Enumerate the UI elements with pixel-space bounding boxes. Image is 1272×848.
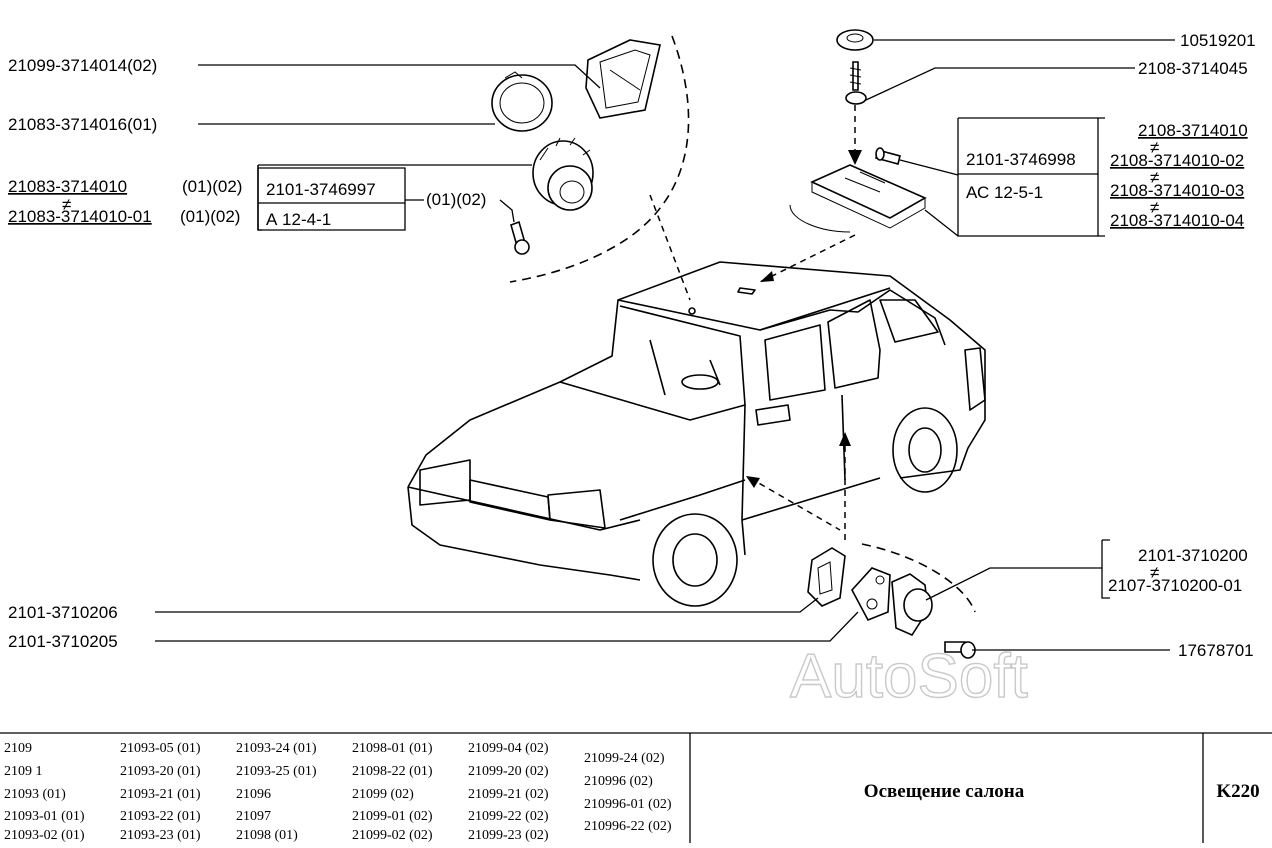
- label-rear-bulb-code: 2101-3746997: [266, 180, 376, 199]
- rear-bulb-part: [510, 220, 530, 255]
- models-table: 2109 2109 1 21093 (01) 21093-01 (01) 210…: [4, 741, 672, 843]
- model-cell: 21097: [236, 809, 271, 824]
- model-cell: 21093-24 (01): [236, 741, 317, 756]
- label-rear-lamp-a-suffix: (01)(02): [182, 177, 242, 196]
- neq-mark-switch: ≠: [1150, 563, 1159, 582]
- model-cell: 21093-02 (01): [4, 828, 85, 843]
- rear-lamp-body-part: [532, 137, 594, 211]
- label-rear-lamp-a: 21083-3714010: [8, 177, 127, 196]
- diffuser-part: [491, 71, 553, 132]
- sheet-title: Освещение салона: [864, 781, 1025, 802]
- model-cell: 21098 (01): [236, 828, 298, 843]
- model-cell: 21093-25 (01): [236, 764, 317, 779]
- model-cell: 21098-01 (01): [352, 741, 433, 756]
- front-lamp-zoom-arc: [789, 204, 851, 233]
- label-rear-bulb-suffix: (01)(02): [426, 190, 486, 209]
- car-body: [407, 261, 986, 607]
- door-switch-part: [891, 573, 933, 637]
- label-rear-lamp-b-suffix: (01)(02): [180, 207, 240, 226]
- label-front-lamp-a: 2108-3714010: [1138, 121, 1248, 140]
- model-cell: 21093-20 (01): [120, 764, 201, 779]
- label-front-lamp-b: 2108-3714010-02: [1110, 151, 1244, 170]
- neq-mark-front-3: ≠: [1150, 198, 1159, 217]
- label-reflector: 21099-3714014(02): [8, 56, 157, 75]
- front-bulb-part: [875, 147, 901, 165]
- watermark: AutoSoft: [790, 642, 1028, 711]
- screw-arrow-head: [848, 150, 862, 165]
- model-cell: 210996-22 (02): [584, 819, 672, 834]
- label-screw-top: 2108-3714045: [1138, 59, 1248, 78]
- model-cell: 21099-23 (02): [468, 828, 549, 843]
- label-diffuser: 21083-3714016(01): [8, 115, 157, 134]
- front-lamp-body-part: [810, 164, 927, 229]
- pillar-switch-arrow-head: [746, 476, 760, 488]
- model-cell: 21099-20 (02): [468, 764, 549, 779]
- model-cell: 21093 (01): [4, 787, 66, 802]
- rear-lamp-arrow: [649, 194, 691, 301]
- model-cell: 21093-23 (01): [120, 828, 201, 843]
- model-cell: 21093-05 (01): [120, 741, 201, 756]
- footer-frame: [0, 732, 1272, 843]
- label-switch-b: 2107-3710200-01: [1108, 576, 1242, 595]
- sheet-code: K220: [1216, 781, 1259, 802]
- model-cell: 21099-01 (02): [352, 809, 433, 824]
- front-lamp-arrow-head: [760, 271, 774, 282]
- model-cell: 21099-04 (02): [468, 741, 549, 756]
- label-switch-plate: 2101-3710205: [8, 632, 118, 651]
- switch-zoom-arc: [861, 543, 976, 613]
- model-cell: 21093-01 (01): [4, 809, 85, 824]
- gasket-part: [807, 547, 846, 607]
- screw-part: [845, 61, 867, 105]
- leader-lines: [155, 39, 1175, 651]
- model-cell: 210996 (02): [584, 774, 653, 789]
- neq-mark-front-1: ≠: [1150, 138, 1159, 157]
- label-front-bulb-type: АС 12-5-1: [966, 183, 1043, 202]
- door-switch-arrow-head: [839, 432, 851, 446]
- model-cell: 21099 (02): [352, 787, 414, 802]
- model-cell: 2109 1: [4, 764, 43, 779]
- model-cell: 21099-22 (02): [468, 809, 549, 824]
- model-cell: 21099-21 (02): [468, 787, 549, 802]
- rear-lamp-zoom-circle: [509, 35, 690, 283]
- model-cell: 21096: [236, 787, 271, 802]
- label-rear-lamp-b: 21083-3714010-01: [8, 207, 152, 226]
- model-cell: 210996-01 (02): [584, 797, 672, 812]
- rear-bulb-bracket: [257, 167, 406, 231]
- neq-mark-rear: ≠: [62, 195, 71, 214]
- model-cell: 21098-22 (01): [352, 764, 433, 779]
- front-lamp-arrow: [759, 234, 856, 283]
- switch-plate-part: [851, 567, 891, 622]
- model-cell: 21093-21 (01): [120, 787, 201, 802]
- model-cell: 2109: [4, 741, 32, 756]
- label-front-lamp-c: 2108-3714010-03: [1110, 181, 1244, 200]
- label-rear-bulb-type: А 12-4-1: [266, 210, 331, 229]
- label-front-lamp-d: 2108-3714010-04: [1110, 211, 1244, 230]
- model-cell: 21093-22 (01): [120, 809, 201, 824]
- label-front-bulb-code: 2101-3746998: [966, 150, 1076, 169]
- cap-part: [836, 29, 874, 51]
- model-cell: 21099-24 (02): [584, 751, 665, 766]
- label-screw-bottom: 17678701: [1178, 641, 1254, 660]
- model-cell: 21099-02 (02): [352, 828, 433, 843]
- reflector-housing-part: [585, 39, 661, 119]
- label-switch-a: 2101-3710200: [1138, 546, 1248, 565]
- neq-mark-front-2: ≠: [1150, 168, 1159, 187]
- label-cap: 10519201: [1180, 31, 1256, 50]
- label-gasket: 2101-3710206: [8, 603, 118, 622]
